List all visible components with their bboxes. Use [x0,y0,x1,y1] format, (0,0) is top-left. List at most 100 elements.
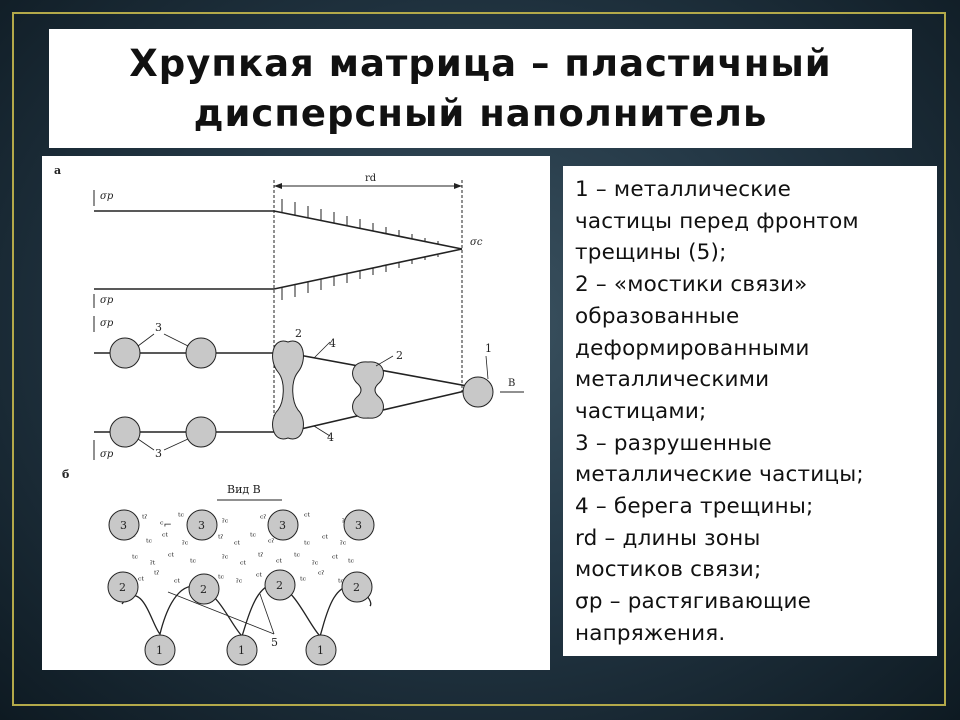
sigma-c-label: σc [470,237,483,248]
svg-text:ᶜᵗ: ᶜᵗ [174,578,180,589]
bridging-traction-hatching [281,199,439,300]
svg-text:ᶜᵗ: ᶜᵗ [322,534,328,545]
leader-3-lower [137,438,155,451]
svg-text:ᶜᵗ: ᶜᵗ [138,576,144,587]
label-4-lower: 4 [327,431,334,444]
svg-text:ˀᶜ: ˀᶜ [222,518,229,529]
broken-particle-upper-2 [185,337,217,369]
svg-text:ᵗᶜ: ᵗᶜ [132,554,138,565]
view-b-label-3-a: 3 [120,519,127,532]
panel-b-label: б [62,468,69,481]
svg-text:ᵗˀ: ᵗˀ [218,534,223,545]
svg-text:ᶜᵗ: ᶜᵗ [304,512,310,523]
legend-item-4: 4 – берега трещины; [575,494,814,520]
view-b-particle-2-a [107,571,139,603]
leader-5-a [167,591,275,635]
svg-text:ᶜᵗ: ᶜᵗ [168,552,174,563]
view-b-label-2-c: 2 [276,579,283,592]
rd-arrow-right [454,183,462,189]
svg-text:ᶜˀ: ᶜˀ [318,570,324,581]
label-3-upper: 3 [155,321,162,334]
crack-flank-upper-taper [273,210,463,250]
svg-text:ˀᶜ: ˀᶜ [222,554,229,565]
broken-particle-upper-1 [109,337,141,369]
broken-particle-lower-1 [109,416,141,448]
svg-text:ᵗᶜ: ᵗᶜ [348,558,354,569]
svg-text:ᶜᵗ: ᶜᵗ [256,572,262,583]
view-b-label-1-a: 1 [156,644,163,657]
leader-3-upper [137,333,155,347]
svg-text:ˀᵗ: ˀᵗ [150,560,156,571]
bridging-particle-necked [352,361,384,419]
leader-5-b [259,593,275,635]
svg-text:ˀᶜ: ˀᶜ [236,578,243,589]
svg-text:ᶜᵗ: ᶜᵗ [240,560,246,571]
view-b-particle-1-c [305,634,337,666]
svg-text:ᵗᶜ: ᵗᶜ [304,540,310,551]
svg-text:ᵗˀ: ᵗˀ [258,552,263,563]
legend-item-3: 3 – разрушенные металлические частицы; [575,430,864,488]
leader-4-lower [313,425,331,437]
diagram-svg: а rd σp [54,164,524,666]
leader-3-lower-b [163,438,189,451]
sigma-p-label-4: σp [100,449,114,460]
view-b-label-2-d: 2 [353,581,360,594]
svg-text:ᶜˀ: ᶜˀ [130,532,136,543]
label-4-upper: 4 [329,337,336,350]
view-b-particle-2-d [341,571,373,603]
view-b-particle-1-b [226,634,258,666]
svg-text:ᵗᶜ: ᵗᶜ [190,558,196,569]
view-b-label-3-c: 3 [279,519,286,532]
view-b-label-2-a: 2 [119,581,126,594]
view-b-label-1-c: 1 [317,644,324,657]
view-b-label-2-b: 2 [200,583,207,596]
legend-box: 1 – металлические частицы перед фронтом … [563,166,937,656]
svg-text:ᶜᵗ: ᶜᵗ [234,540,240,551]
rd-label: rd [365,173,377,184]
title-box: Хрупкая матрица – пластичный дисперсный … [49,29,912,148]
leader-2-right [375,355,394,367]
slide-title-line-1: Хрупкая матрица – пластичный [129,41,832,85]
svg-text:ᵗᶜ: ᵗᶜ [218,574,224,585]
svg-text:ᵗᶜ: ᵗᶜ [338,578,344,589]
svg-text:ᵗᶜ: ᵗᶜ [146,538,152,549]
svg-text:ᵗˀ: ᵗˀ [142,514,147,525]
slide-title-line-2: дисперсный наполнитель [193,91,768,135]
crack-flank-lower-taper [273,248,463,290]
svg-text:ᶜᵗ: ᶜᵗ [276,558,282,569]
svg-text:ᶜᵗ: ᶜᵗ [162,532,168,543]
svg-text:ˀᶜ: ˀᶜ [340,540,347,551]
broken-particle-lower-2 [185,416,217,448]
label-2-right: 2 [396,349,403,362]
legend-item-rd: rd – длины зоны мостиков связи; [575,525,762,583]
sigma-p-label-1: σp [100,191,114,202]
view-b-particle-3-a [108,509,140,541]
slide-frame [12,12,946,706]
svg-text:ᶜ⌐: ᶜ⌐ [160,520,172,531]
label-2-left: 2 [295,327,302,340]
view-b-particle-3-d [343,509,375,541]
crack-front-curve [121,584,372,638]
view-b-particle-3-b [186,509,218,541]
svg-text:ᵗᶜ: ᵗᶜ [300,576,306,587]
view-b-label-3-b: 3 [198,519,205,532]
view-b-particle-1-a [144,634,176,666]
svg-text:ᵗˀ: ᵗˀ [154,570,159,581]
view-b-label-1-b: 1 [238,644,245,657]
view-b-label-3-d: 3 [355,519,362,532]
view-b-particle-2-c [264,569,296,601]
label-5: 5 [271,636,278,649]
svg-text:ˀᶜ: ˀᶜ [182,540,189,551]
legend-item-1: 1 – металлические частицы перед фронтом … [575,177,859,266]
leader-1 [485,355,489,380]
bridging-particle-stretched [272,340,304,440]
svg-text:ᶜˀ: ᶜˀ [260,514,266,525]
svg-text:ᵗᶜ: ᵗᶜ [178,512,184,523]
label-1: 1 [485,342,492,355]
crack-bridging-diagram: а rd σp [42,156,550,670]
sigma-p-label-3: σp [100,318,114,329]
particle-ahead-of-crack [462,376,494,408]
leader-4-upper [313,341,331,359]
svg-text:ᵗᶜ: ᵗᶜ [250,532,256,543]
panel-a-label: а [54,164,61,177]
